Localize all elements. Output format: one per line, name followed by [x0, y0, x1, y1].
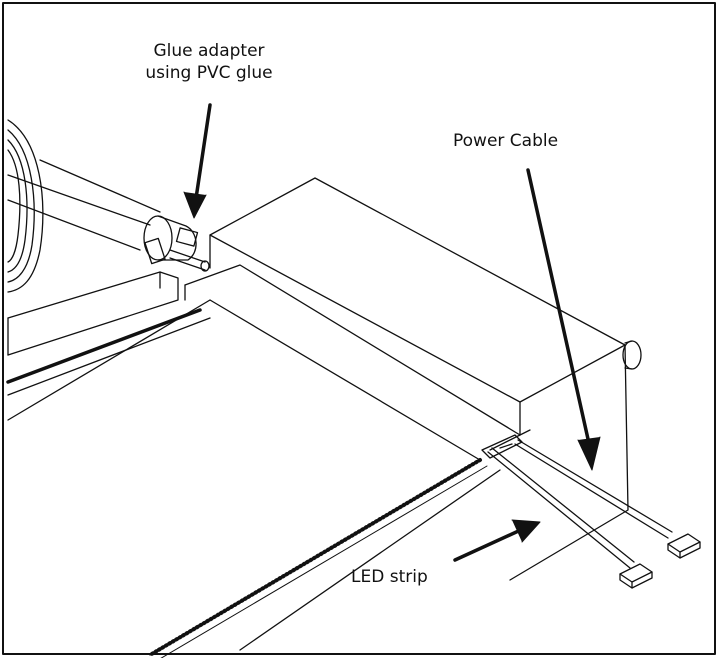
left-rail — [6, 271, 211, 396]
connector-upper — [667, 533, 701, 559]
connector-lower — [619, 563, 653, 589]
glue-adapter-label-line1: Glue adapter — [153, 41, 265, 61]
pvc-tube — [7, 159, 161, 251]
cable-reel — [7, 119, 44, 293]
arrow-power-cable — [526, 168, 601, 471]
arrow-glue-adapter — [183, 103, 212, 219]
end-cap-box — [209, 177, 642, 581]
cable-exit — [481, 434, 523, 459]
glue-adapter-label-line2: using PVC glue — [145, 63, 273, 83]
arrow-led-strip — [453, 519, 541, 562]
led-strip-label: LED strip — [351, 567, 428, 587]
connector-cables — [487, 439, 701, 589]
glue-adapter — [143, 215, 210, 272]
channel-panel — [7, 264, 521, 658]
power-cable-label: Power Cable — [453, 131, 559, 151]
glue-adapter-label: Glue adapter using PVC glue — [139, 40, 279, 84]
